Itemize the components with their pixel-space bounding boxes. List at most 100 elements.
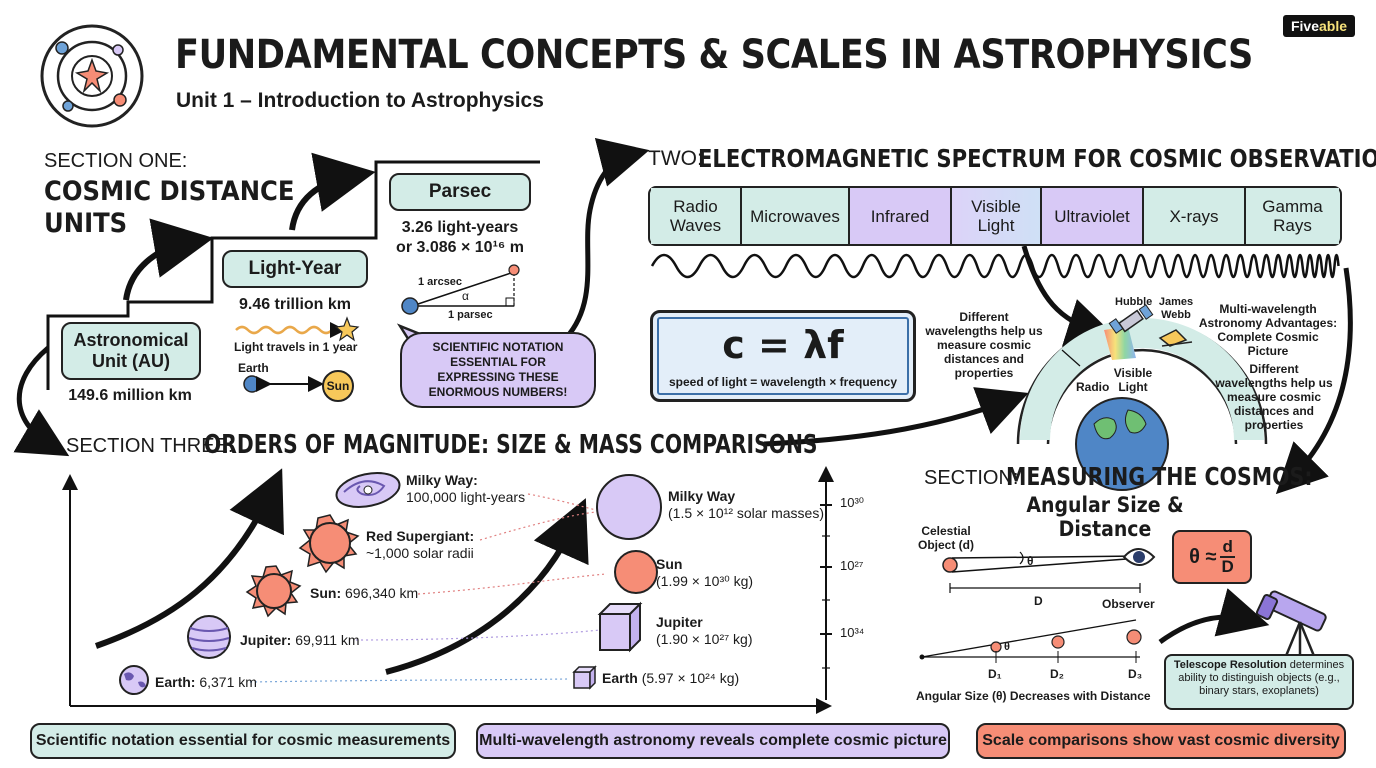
band-infrared: Infrared bbox=[850, 188, 952, 244]
milky-way-galaxy-icon bbox=[335, 471, 401, 509]
measuring-section-label: SECTION: bbox=[924, 467, 1019, 489]
scientific-notation-callout: SCIENTIFIC NOTATION ESSENTIAL FOR EXPRES… bbox=[400, 332, 596, 408]
red-supergiant-icon bbox=[298, 514, 360, 574]
wavelength-note-left: Different wavelengths help us measure co… bbox=[925, 310, 1043, 380]
visible-label: Visible Light bbox=[1113, 366, 1153, 394]
angular-formula-box: θ ≈ d D bbox=[1172, 530, 1252, 584]
size-value: 6,371 km bbox=[199, 674, 257, 690]
brand-prefix: Five bbox=[1290, 18, 1319, 34]
hubble-telescope-icon bbox=[1108, 304, 1154, 334]
page-subtitle: Unit 1 – Introduction to Astrophysics bbox=[176, 89, 544, 112]
webb-label: James Webb bbox=[1158, 296, 1194, 321]
hubble-label: Hubble bbox=[1115, 296, 1153, 308]
section-one-heading-line2: UNITS bbox=[44, 208, 128, 239]
brand-suffix: able bbox=[1319, 18, 1348, 34]
band-visible: Visible Light bbox=[952, 188, 1042, 244]
distance-d-label: D bbox=[1034, 594, 1043, 608]
measuring-heading: MEASURING THE COSMOS: bbox=[1006, 462, 1313, 491]
angular-decrease-caption: Angular Size (θ) Decreases with Distance bbox=[916, 689, 1151, 703]
formula-fraction: d D bbox=[1220, 538, 1235, 576]
telescope-resolution-bold: Telescope Resolution bbox=[1173, 659, 1287, 671]
section-three-heading: ORDERS OF MAGNITUDE: SIZE & MASS COMPARI… bbox=[204, 430, 818, 460]
solar-system-logo-icon bbox=[40, 24, 144, 128]
parsec-label: Parsec bbox=[428, 181, 492, 202]
au-value: 149.6 million km bbox=[68, 387, 192, 404]
sun-mass-circle bbox=[614, 550, 658, 594]
light-year-note: Light travels in 1 year bbox=[234, 340, 358, 354]
band-xrays: X-rays bbox=[1144, 188, 1246, 244]
earth-mass-cube bbox=[572, 665, 597, 690]
equation-caption: speed of light = wavelength × frequency bbox=[668, 375, 898, 389]
size-name: Red Supergiant: bbox=[366, 528, 475, 544]
size-value: ~1,000 solar radii bbox=[366, 545, 474, 561]
au-box: Astronomical Unit (AU) bbox=[61, 322, 201, 380]
parsec-base-label: 1 parsec bbox=[448, 309, 493, 321]
size-value: 100,000 light-years bbox=[406, 489, 526, 505]
size-name: Jupiter: bbox=[240, 632, 292, 648]
band-gamma: Gamma Rays bbox=[1246, 188, 1339, 244]
measuring-subheading: Angular Size & Distance bbox=[1026, 493, 1184, 541]
formula-lhs: θ ≈ bbox=[1189, 545, 1217, 568]
telescope-resolution-box: Telescope Resolution determines ability … bbox=[1164, 654, 1354, 710]
page-title: FUNDAMENTAL CONCEPTS & SCALES IN ASTROPH… bbox=[175, 32, 1253, 78]
jupiter-mass-cube bbox=[597, 601, 643, 653]
mass-earth: Earth (5.97 × 10²⁴ kg) bbox=[602, 670, 739, 686]
section-two-heading: ELECTROMAGNETIC SPECTRUM FOR COSMIC OBSE… bbox=[698, 144, 1376, 173]
section-two-label: TWO: bbox=[648, 147, 703, 170]
mass-sun: Sun (1.99 × 10³⁰ kg) bbox=[656, 556, 753, 590]
theta-label: θ bbox=[1027, 554, 1034, 568]
arcsec-label: 1 arcsec bbox=[418, 276, 463, 288]
footer-note-right: Scale comparisons show vast cosmic diver… bbox=[976, 723, 1346, 759]
d3-label: D₃ bbox=[1128, 667, 1143, 681]
mass-value: (1.5 × 10¹² solar masses) bbox=[668, 505, 824, 521]
axis-tick-label: 10³⁴ bbox=[840, 625, 865, 640]
wavelength-note-right: Different wavelengths help us measure co… bbox=[1215, 362, 1333, 432]
distance-staircase bbox=[46, 160, 540, 390]
parsec-value-line2: or 3.086 × 10¹⁶ m bbox=[396, 239, 524, 256]
footer-left-text: Scientific notation essential for cosmic… bbox=[35, 732, 451, 749]
observer-label: Observer bbox=[1102, 597, 1155, 611]
size-value: 696,340 km bbox=[345, 585, 419, 601]
section-one-label: SECTION ONE: bbox=[44, 150, 188, 172]
section-three-label: SECTION THREE: bbox=[66, 435, 234, 457]
telescope-resolution-rest: determines ability to distinguish object… bbox=[1178, 659, 1345, 697]
size-name: Sun: bbox=[310, 585, 342, 601]
footer-note-middle: Multi-wavelength astronomy reveals compl… bbox=[476, 723, 950, 759]
parsec-value-line1: 3.26 light-years bbox=[401, 219, 519, 236]
earth-label: Earth bbox=[238, 361, 269, 375]
d2-label: D₂ bbox=[1050, 667, 1064, 681]
section-one-heading-line1: COSMIC DISTANCE bbox=[44, 176, 295, 207]
formula-denominator: D bbox=[1221, 557, 1234, 576]
celestial-object-label: Celestial Object (d) bbox=[918, 524, 974, 552]
size-milky-way: Milky Way: 100,000 light-years bbox=[406, 472, 525, 506]
au-label: Astronomical Unit (AU) bbox=[73, 330, 189, 371]
advantages-note: Multi-wavelength Astronomy Advantages: C… bbox=[1198, 302, 1338, 358]
sun-icon bbox=[245, 565, 302, 618]
d1-label: D₁ bbox=[988, 667, 1002, 681]
equation-text: c = λf bbox=[722, 323, 844, 367]
axis-tick-label: 10³⁰ bbox=[840, 495, 865, 510]
james-webb-telescope-icon bbox=[1158, 329, 1193, 347]
milky-way-mass-circle bbox=[596, 474, 662, 540]
light-year-box: Light-Year bbox=[222, 250, 368, 288]
equation-box: c = λf speed of light = wavelength × fre… bbox=[650, 310, 916, 402]
mass-milky-way: Milky Way (1.5 × 10¹² solar masses) bbox=[668, 488, 824, 522]
eye-icon bbox=[1122, 548, 1156, 566]
mass-name: Earth bbox=[602, 670, 638, 686]
light-year-value: 9.46 trillion km bbox=[238, 296, 352, 313]
size-name: Earth: bbox=[155, 674, 196, 690]
axis-tick-label: 10²⁷ bbox=[840, 558, 864, 573]
size-name: Milky Way: bbox=[406, 472, 478, 488]
callout-text: SCIENTIFIC NOTATION ESSENTIAL FOR EXPRES… bbox=[428, 340, 568, 399]
mass-name: Jupiter bbox=[656, 614, 703, 630]
spectrum-wave bbox=[650, 253, 1340, 279]
theta-small-label: θ bbox=[1004, 641, 1010, 653]
band-microwaves: Microwaves bbox=[742, 188, 850, 244]
mass-value: (1.90 × 10²⁷ kg) bbox=[656, 631, 753, 647]
radio-label: Radio bbox=[1076, 380, 1110, 394]
mass-value: (5.97 × 10²⁴ kg) bbox=[641, 670, 740, 686]
light-year-label: Light-Year bbox=[248, 258, 342, 279]
footer-right-text: Scale comparisons show vast cosmic diver… bbox=[982, 732, 1340, 749]
